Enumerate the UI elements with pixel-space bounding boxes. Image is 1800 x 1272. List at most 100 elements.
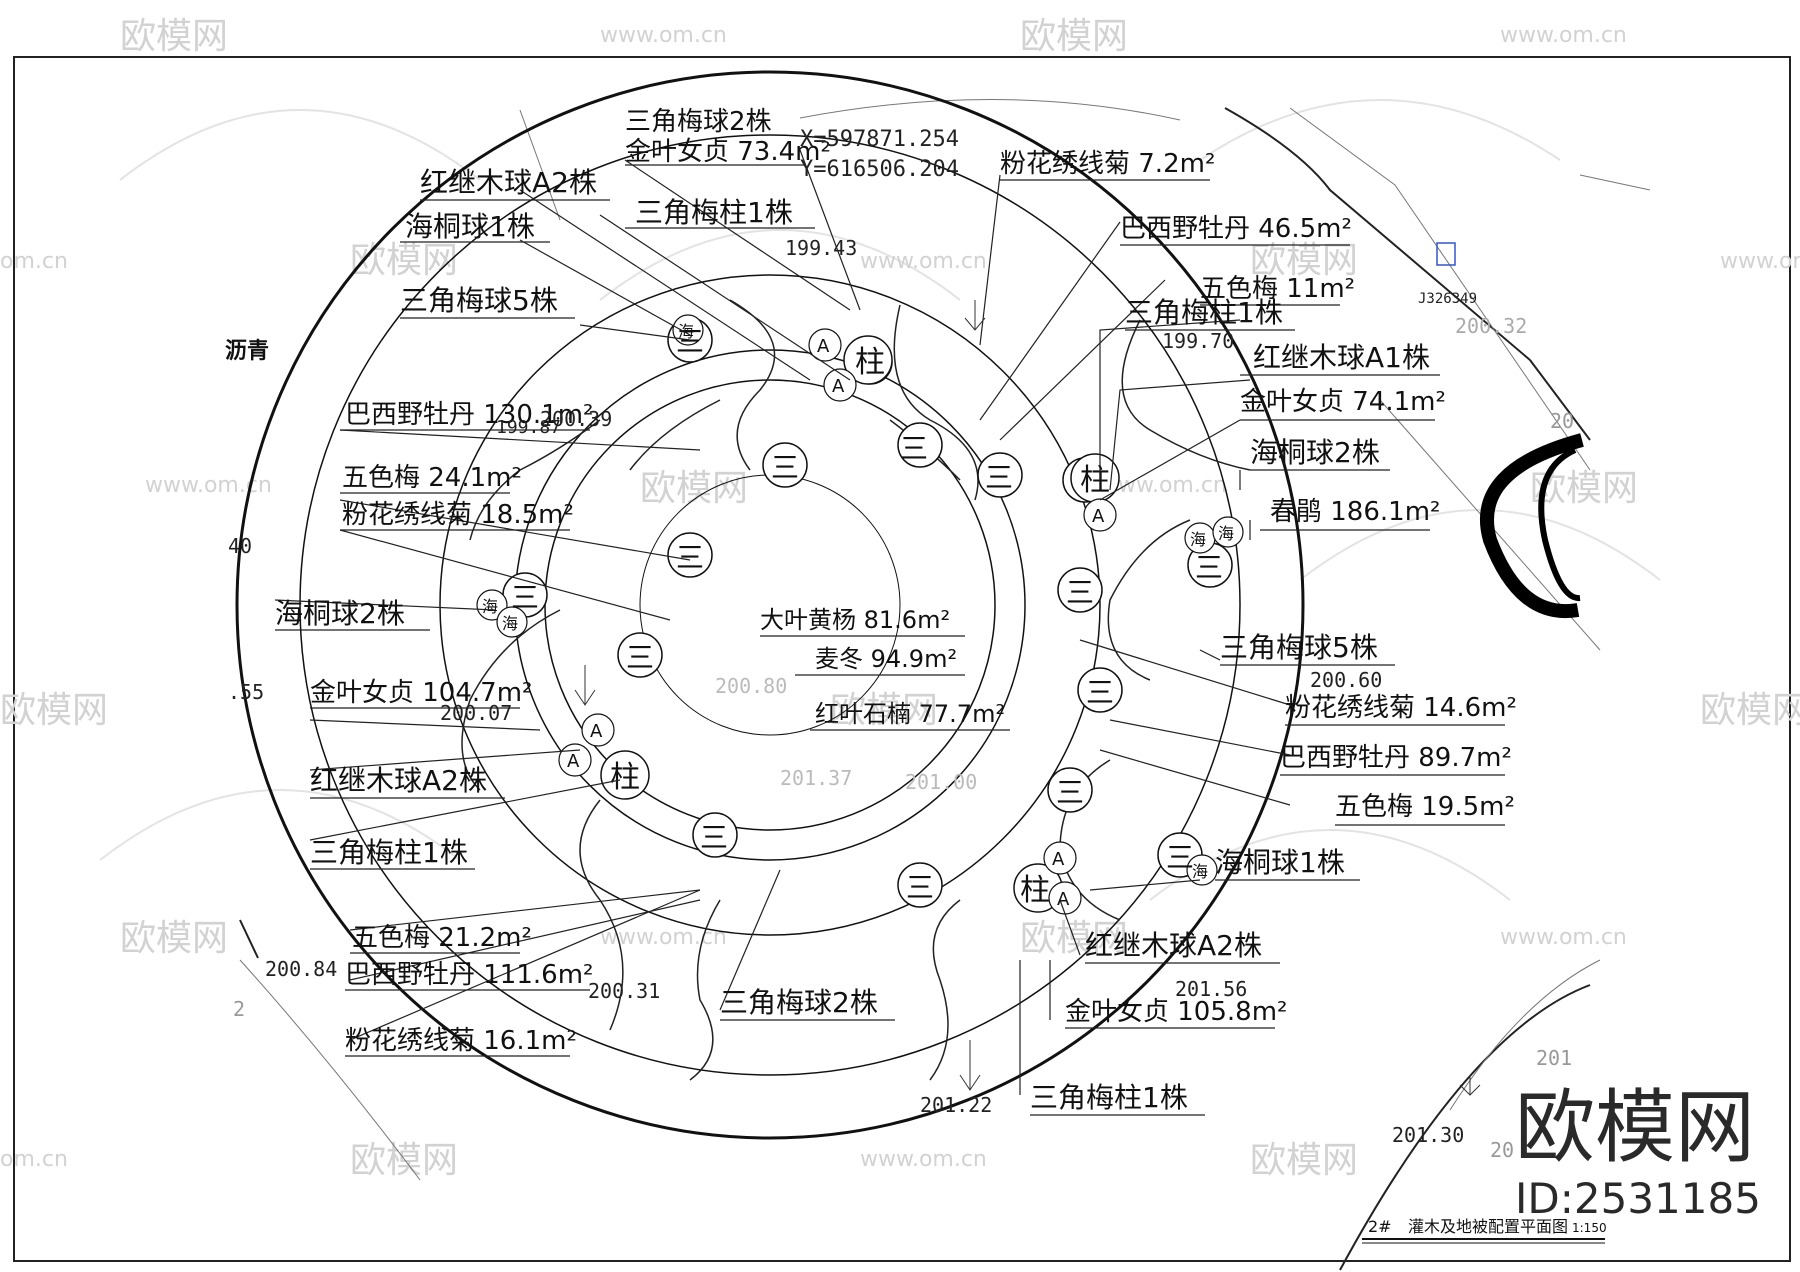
label-underlines bbox=[275, 164, 1505, 1116]
triangle-char: 三 bbox=[1086, 676, 1114, 709]
triangle-char: 三 bbox=[771, 451, 799, 484]
triangle-char: 三 bbox=[676, 325, 704, 358]
watermark-brand: 欧模网 bbox=[120, 16, 228, 57]
roundabout-edge-mark bbox=[1479, 433, 1584, 619]
triangle-char: 三 bbox=[1195, 551, 1223, 584]
watermark-site: www.om.cn bbox=[860, 1147, 987, 1172]
elevation-14: 201.30 bbox=[1392, 1123, 1464, 1147]
haitong-symbols bbox=[476, 314, 1244, 886]
ball-a-char: A bbox=[590, 721, 603, 742]
triangle-char: 三 bbox=[676, 541, 704, 574]
side-number-f: 20 bbox=[1490, 1138, 1514, 1162]
triangle-char: 三 bbox=[900, 432, 928, 465]
label-hongjimu-ball-4: 红继木球A2株 bbox=[1085, 929, 1262, 962]
label-baxi-mudan-4: 巴西野牡丹 89.7m² bbox=[1280, 743, 1512, 773]
elevation-labels: 199.43 199.70 200.39 199.87 200.07 200.8… bbox=[265, 236, 1527, 1147]
side-number-c: 20 bbox=[1550, 409, 1574, 433]
label-jinye-nuzhen-1: 金叶女贞 73.4m² bbox=[625, 137, 831, 167]
label-hongye-shinan: 红叶石楠 77.7m² bbox=[815, 700, 1005, 728]
elevation-3: 200.39 bbox=[540, 407, 612, 431]
triangle-char: 三 bbox=[1166, 841, 1194, 874]
benchmark-id: J326349 bbox=[1418, 291, 1477, 307]
brand-watermark-name: 欧模网 bbox=[1515, 1081, 1755, 1174]
label-sanjiaomei-ball-5: 三角梅球5株 bbox=[400, 284, 558, 317]
watermark-site: www.om.cn bbox=[1500, 23, 1627, 48]
label-baxi-mudan-3: 巴西野牡丹 46.5m² bbox=[1120, 214, 1352, 244]
watermark-brand: 欧模网 bbox=[1700, 690, 1800, 731]
haitong-char: 海 bbox=[502, 614, 518, 633]
road-surface-label: 沥青 bbox=[225, 339, 269, 364]
label-hongjimu-ball-3: 红继木球A1株 bbox=[1253, 341, 1430, 374]
label-jinye-nuzhen-3: 金叶女贞 74.1m² bbox=[1240, 387, 1446, 417]
side-marks: J326349 沥青 40 .55 20 2 201 20 bbox=[225, 242, 1574, 1162]
label-fenhua-xiuxianju-3: 粉花绣线菊 7.2m² bbox=[1000, 149, 1215, 179]
elevation-4: 199.87 bbox=[496, 417, 561, 438]
plant-labels: 三角梅球2株 金叶女贞 73.4m² 红继木球A2株 三角梅柱1株 海桐球1株 … bbox=[275, 107, 1517, 1114]
triangle-char: 三 bbox=[511, 581, 539, 614]
survey-point: X=597871.254 Y=616506.204 bbox=[800, 127, 959, 182]
survey-x: X=597871.254 bbox=[800, 127, 959, 152]
label-wusemei-4: 五色梅 19.5m² bbox=[1335, 792, 1515, 822]
elevation-7: 201.37 bbox=[780, 766, 852, 790]
haitong-char: 海 bbox=[1190, 530, 1206, 549]
label-haitong-ball-4: 海桐球1株 bbox=[1215, 846, 1345, 879]
ball-a-char: A bbox=[832, 376, 845, 397]
watermark-brand: 欧模网 bbox=[120, 918, 228, 959]
label-fenhua-xiuxianju-1: 粉花绣线菊 18.5m² bbox=[342, 500, 574, 530]
triangle-char: 三 bbox=[626, 641, 654, 674]
side-number-e: 201 bbox=[1536, 1046, 1572, 1070]
site-boundaries bbox=[239, 107, 1591, 1271]
drawing-frame bbox=[13, 56, 1791, 1262]
elevation-12: 201.56 bbox=[1175, 977, 1247, 1001]
label-wusemei-2: 五色梅 21.2m² bbox=[352, 923, 532, 953]
label-haitong-ball-2: 海桐球2株 bbox=[275, 597, 405, 630]
label-jinye-nuzhen-2: 金叶女贞 104.7m² bbox=[310, 678, 532, 708]
ball-a-symbols bbox=[558, 328, 1117, 915]
roundabout-edge-mark-inner bbox=[1538, 447, 1581, 601]
brand-watermark-id: ID:2531185 bbox=[1515, 1174, 1761, 1223]
column-char: 柱 bbox=[855, 345, 885, 380]
label-haitong-ball-3: 海桐球2株 bbox=[1250, 436, 1380, 469]
elevation-8: 201.00 bbox=[905, 770, 977, 794]
plan-name: 灌木及地被配置平面图 bbox=[1408, 1217, 1568, 1236]
label-wusemei-1: 五色梅 24.1m² bbox=[342, 463, 522, 493]
elevation-10: 200.84 bbox=[265, 957, 337, 981]
label-sanjiaomei-ball-2: 三角梅球2株 bbox=[720, 986, 878, 1019]
label-fenhua-xiuxianju-4: 粉花绣线菊 14.6m² bbox=[1285, 693, 1517, 723]
label-haitong-ball-1: 海桐球1株 bbox=[405, 210, 535, 243]
watermark-site: www.om.cn bbox=[1500, 925, 1627, 950]
leader-lines bbox=[274, 149, 1291, 1095]
triangle-char: 三 bbox=[985, 461, 1013, 494]
watermark-brand: 欧模网 bbox=[0, 690, 108, 731]
benchmark-icon bbox=[1436, 242, 1456, 266]
label-sanjiaomei-column-3: 三角梅柱1株 bbox=[1125, 296, 1283, 329]
elevation-1: 199.43 bbox=[785, 236, 857, 260]
watermark-brand: 欧模网 bbox=[350, 1140, 458, 1181]
elevation-5: 200.07 bbox=[440, 701, 512, 725]
watermark-site: www.om.cn bbox=[600, 23, 727, 48]
label-sanjiaomei-column-4: 三角梅柱1株 bbox=[1030, 1081, 1188, 1114]
ball-a-char: A bbox=[1052, 849, 1065, 870]
label-maidong: 麦冬 94.9m² bbox=[815, 645, 957, 673]
label-sanjiaomei-ball-3: 三角梅球5株 bbox=[1220, 631, 1378, 664]
plan-title-block: 2# 灌木及地被配置平面图 1:150 bbox=[1362, 1217, 1607, 1244]
triangle-char: 三 bbox=[1056, 776, 1084, 809]
column-char: 柱 bbox=[1080, 463, 1110, 498]
watermark-brand: 欧模网 bbox=[640, 468, 748, 509]
label-hongjimu-ball-1: 红继木球A2株 bbox=[420, 166, 597, 199]
label-sanjiaomei-column-2: 三角梅柱1株 bbox=[310, 836, 468, 869]
label-sanjiaomei-ball-top: 三角梅球2株 bbox=[625, 107, 772, 137]
symbol-chars: 柱 柱 柱 柱 三 三 三 三 三 三 三 三 三 三 三 三 三 三 A A … bbox=[482, 322, 1234, 910]
survey-y: Y=616506.204 bbox=[800, 157, 959, 182]
watermark-brand: 欧模网 bbox=[350, 240, 458, 281]
haitong-char: 海 bbox=[1218, 524, 1234, 543]
haitong-char: 海 bbox=[1192, 862, 1208, 881]
label-fenhua-xiuxianju-2: 粉花绣线菊 16.1m² bbox=[345, 1026, 577, 1056]
watermark-brand: 欧模网 bbox=[1250, 1140, 1358, 1181]
watermark-site: om.cn bbox=[0, 249, 68, 274]
watermark-site: om.cn bbox=[0, 1147, 68, 1172]
label-baxi-mudan-1: 巴西野牡丹 130.1m² bbox=[345, 400, 593, 430]
plan-number: 2# bbox=[1368, 1217, 1392, 1236]
watermark-brand: 欧模网 bbox=[830, 690, 938, 731]
